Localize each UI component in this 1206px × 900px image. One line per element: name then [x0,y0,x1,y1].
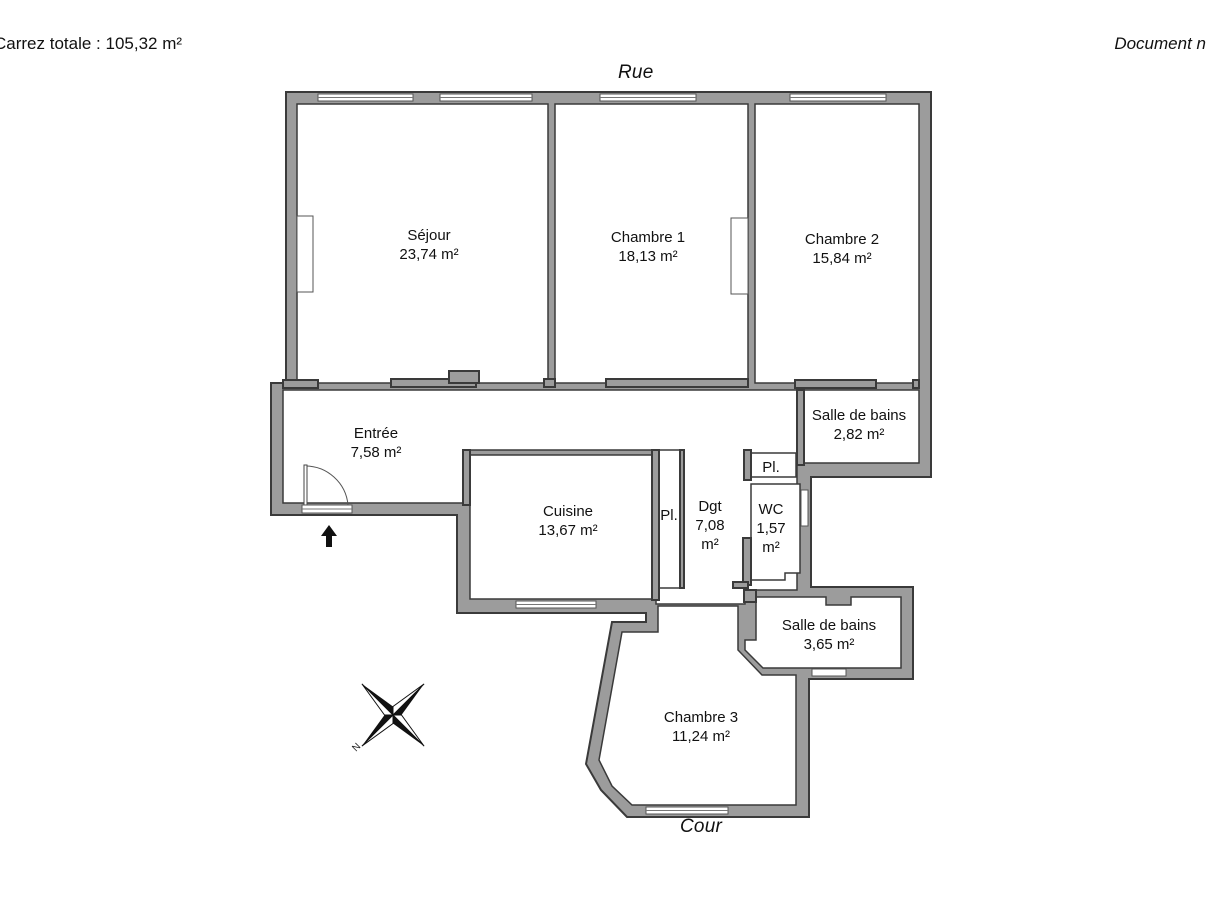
street-label-cour: Cour [680,816,722,837]
total-area-label: Carrez totale : 105,32 m² [0,34,183,53]
room-label-placard-wc: Pl. [762,458,780,477]
compass-rose-icon [361,683,425,747]
room-name: Cuisine [542,503,594,520]
room-label-entree: Entrée 7,58 m² [351,424,402,462]
room-label-placard-cuisine: Pl. [660,506,678,525]
room-name: WC [758,501,784,518]
sejour-fireplace [296,215,314,293]
interior-partitions [282,370,920,603]
document-note: Document n [1114,34,1206,53]
room-name: Salle de bains [781,617,877,634]
room-area: 18,13 m² [618,248,678,265]
room-name: Chambre 3 [663,709,739,726]
room-area: 3,65 m² [803,636,855,653]
windows-rue [317,93,887,102]
room-name: Séjour [407,227,451,244]
room-label-sdb1: Salle de bains 2,82 m² [812,406,906,444]
room-name: Pl. [762,459,780,476]
room-area-value: 1,57 [756,520,786,537]
room-area: 11,24 m² [671,728,731,745]
chambre1-fireplace [730,217,749,295]
compass-north-letter: N [350,741,363,754]
room-name: Chambre 1 [610,229,686,246]
room-label-wc: WC 1,57 m² [756,500,785,557]
room-label-sejour: Séjour 23,74 m² [399,226,458,264]
room-area: 7,58 m² [350,444,402,461]
room-area: 15,84 m² [812,250,872,267]
room-chambre3 [598,605,797,806]
room-label-cuisine: Cuisine 13,67 m² [538,502,597,540]
entrance-door [301,464,353,514]
entrance-arrow-icon [321,525,337,547]
room-label-dgt: Dgt 7,08 m² [695,497,724,554]
street-label-rue: Rue [618,62,654,83]
room-name: Chambre 2 [804,231,880,248]
room-sdb2 [744,596,902,669]
room-name: Dgt [698,498,722,515]
wc-window [800,489,809,527]
sdb2-window [811,668,847,677]
room-label-chambre2: Chambre 2 15,84 m² [805,230,879,268]
room-area-value: 7,08 [695,517,725,534]
room-area: 13,67 m² [538,522,598,539]
room-area-unit: m² [701,536,719,553]
room-label-chambre1: Chambre 1 18,13 m² [611,228,685,266]
room-label-sdb2: Salle de bains 3,65 m² [782,616,876,654]
room-name: Entrée [353,425,399,442]
room-area: 2,82 m² [833,426,885,443]
room-label-chambre3: Chambre 3 11,24 m² [664,708,738,746]
room-name: Salle de bains [811,407,907,424]
room-area: 23,74 m² [399,246,459,263]
room-area-unit: m² [762,539,780,556]
room-name: Pl. [660,507,678,524]
